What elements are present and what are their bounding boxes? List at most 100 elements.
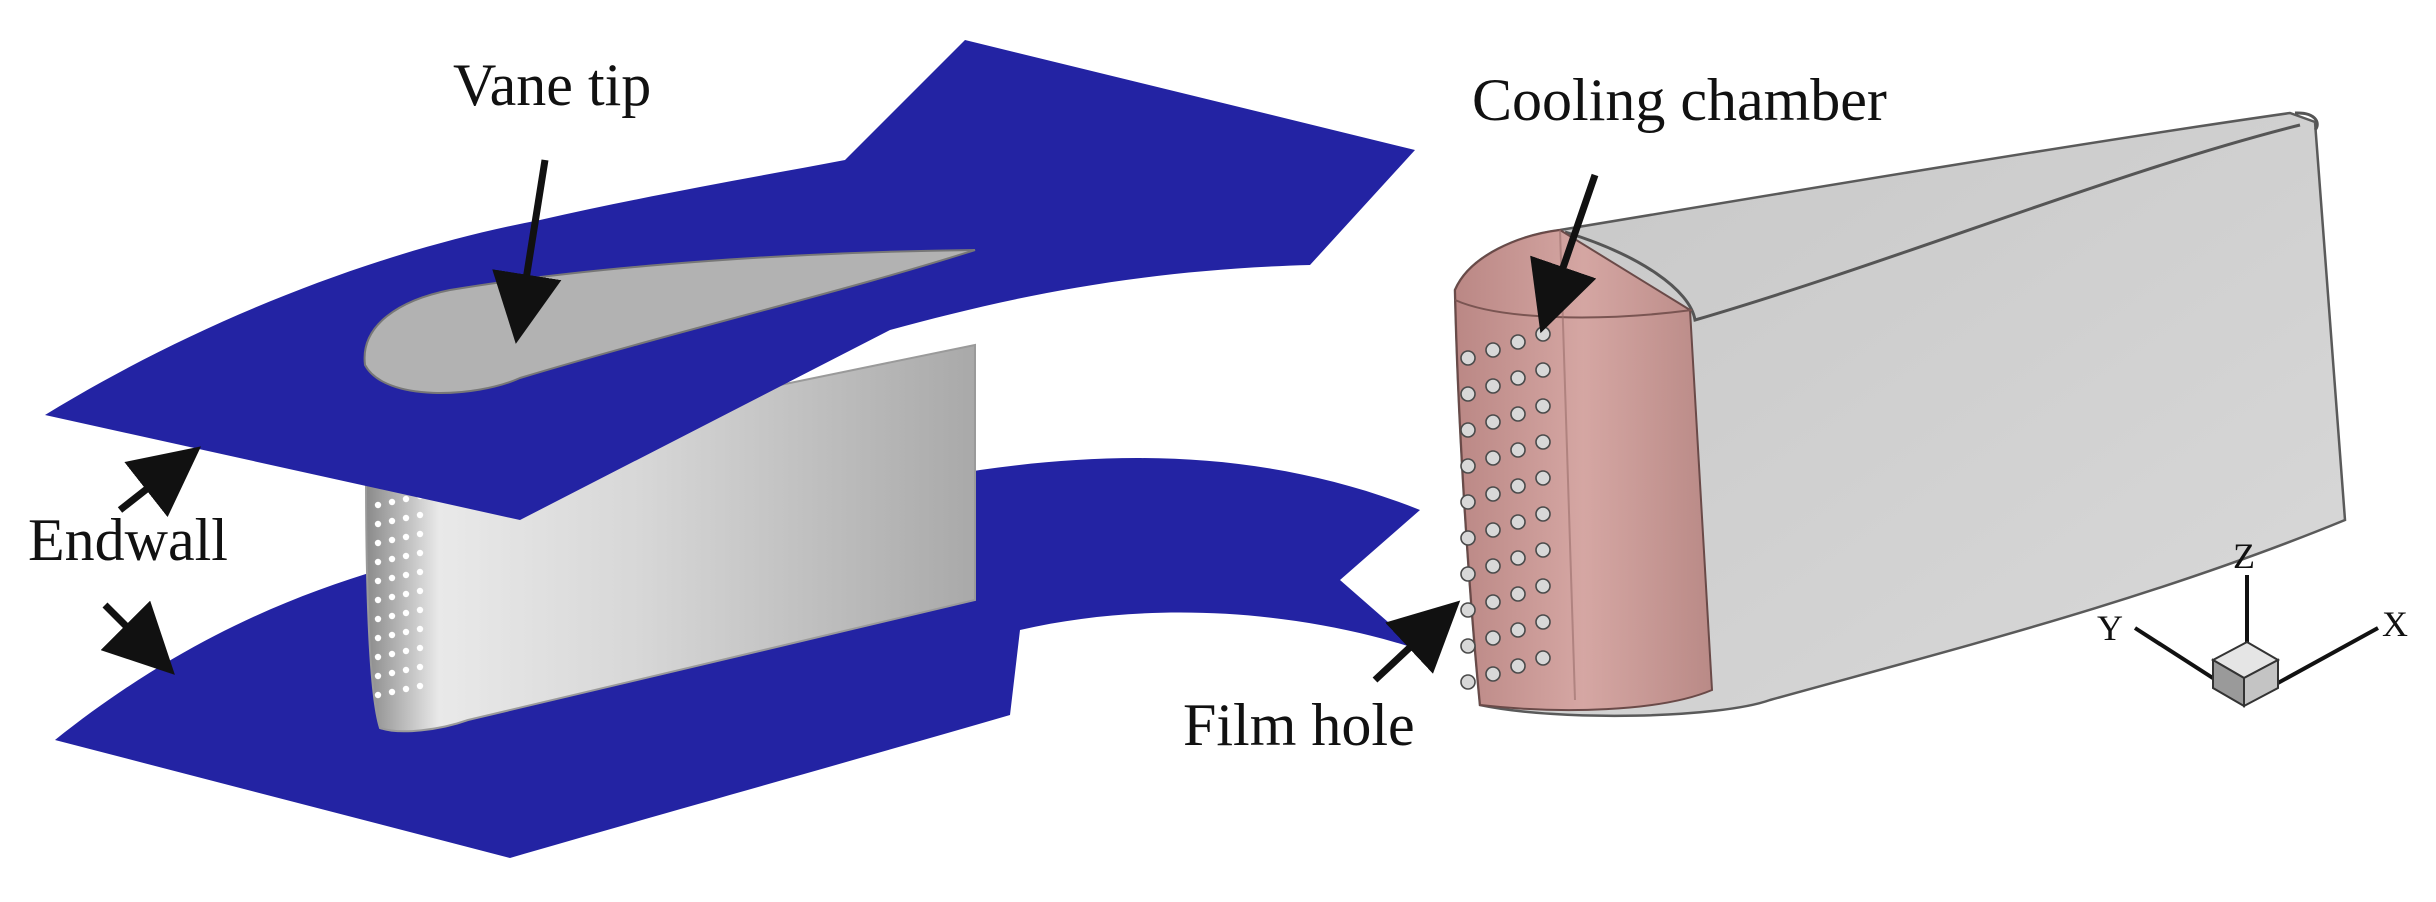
film-hole	[388, 498, 396, 506]
arrow-film-hole	[1372, 600, 1461, 683]
film-hole	[1485, 630, 1501, 646]
film-hole	[1460, 458, 1476, 474]
film-hole	[1485, 342, 1501, 358]
axis-label-y: Y	[2097, 608, 2123, 648]
film-hole	[374, 520, 382, 528]
film-hole	[388, 555, 396, 563]
film-hole	[1510, 550, 1526, 566]
film-hole	[402, 609, 410, 617]
coordinate-axes: Y Z X	[2097, 536, 2408, 708]
film-hole	[402, 552, 410, 560]
film-hole	[416, 530, 424, 538]
label-cooling-chamber: Cooling chamber	[1472, 67, 1887, 133]
film-hole	[402, 514, 410, 522]
label-film-hole: Film hole	[1183, 692, 1415, 758]
film-hole	[402, 533, 410, 541]
film-hole	[1535, 614, 1551, 630]
film-hole	[374, 653, 382, 661]
axis-label-x: X	[2382, 604, 2408, 644]
film-hole	[1510, 442, 1526, 458]
film-hole	[1535, 542, 1551, 558]
film-hole	[1485, 450, 1501, 466]
film-hole	[1460, 566, 1476, 582]
film-hole	[1535, 578, 1551, 594]
film-hole	[1535, 470, 1551, 486]
arrow-endwall-top	[117, 446, 202, 518]
film-hole	[1510, 514, 1526, 530]
film-hole	[374, 634, 382, 642]
arrow-cooling-chamber	[1530, 173, 1599, 334]
film-hole	[388, 688, 396, 696]
film-hole	[1535, 434, 1551, 450]
film-hole	[416, 511, 424, 519]
film-hole	[374, 577, 382, 585]
left-panel: Vane tip Endwall	[28, 40, 1420, 858]
film-hole	[374, 596, 382, 604]
film-hole	[1460, 386, 1476, 402]
film-hole	[374, 501, 382, 509]
axes-origin-cube	[2210, 640, 2281, 708]
film-hole	[1510, 334, 1526, 350]
right-panel: Cooling chamber Film hole Y Z X	[1183, 67, 2408, 758]
film-hole	[416, 549, 424, 557]
film-hole	[1460, 530, 1476, 546]
film-hole	[374, 558, 382, 566]
film-hole	[1510, 406, 1526, 422]
label-vane-tip: Vane tip	[453, 52, 651, 118]
passage-edge-right	[2294, 111, 2319, 132]
arrow-vane-tip	[492, 159, 562, 344]
film-hole	[416, 625, 424, 633]
film-hole	[374, 691, 382, 699]
film-hole	[1535, 362, 1551, 378]
chamber-film-holes	[1460, 326, 1551, 690]
film-hole	[388, 517, 396, 525]
film-hole	[1535, 506, 1551, 522]
film-hole	[416, 568, 424, 576]
film-hole	[402, 666, 410, 674]
film-hole	[1510, 370, 1526, 386]
arrow-endwall-bottom	[100, 600, 175, 675]
axis-label-z: Z	[2233, 536, 2255, 576]
film-hole	[1460, 602, 1476, 618]
film-hole	[374, 539, 382, 547]
film-hole	[374, 672, 382, 680]
film-hole	[416, 663, 424, 671]
film-hole	[1485, 378, 1501, 394]
film-hole	[1460, 674, 1476, 690]
passage-edge-upper	[1564, 123, 2301, 322]
film-hole	[1460, 350, 1476, 366]
film-hole	[1535, 326, 1551, 342]
bottom-endwall	[55, 458, 1420, 858]
film-hole	[402, 647, 410, 655]
film-hole	[402, 628, 410, 636]
film-hole	[374, 615, 382, 623]
film-hole	[1485, 486, 1501, 502]
film-hole	[1510, 586, 1526, 602]
film-hole	[388, 536, 396, 544]
film-hole	[402, 685, 410, 693]
film-hole	[1485, 666, 1501, 682]
film-hole	[388, 593, 396, 601]
film-hole	[1485, 594, 1501, 610]
film-hole	[388, 650, 396, 658]
film-hole	[1460, 422, 1476, 438]
film-hole	[402, 495, 410, 503]
film-hole	[1485, 522, 1501, 538]
film-hole	[1460, 494, 1476, 510]
film-hole	[388, 612, 396, 620]
film-hole	[416, 587, 424, 595]
film-hole	[1510, 658, 1526, 674]
film-hole	[1510, 478, 1526, 494]
film-hole	[1535, 650, 1551, 666]
film-hole	[1535, 398, 1551, 414]
film-hole	[416, 682, 424, 690]
film-hole	[388, 574, 396, 582]
film-hole	[1485, 414, 1501, 430]
film-hole	[402, 590, 410, 598]
film-hole	[1460, 638, 1476, 654]
label-endwall: Endwall	[28, 507, 228, 573]
film-hole	[388, 631, 396, 639]
film-hole	[416, 606, 424, 614]
film-hole	[402, 571, 410, 579]
